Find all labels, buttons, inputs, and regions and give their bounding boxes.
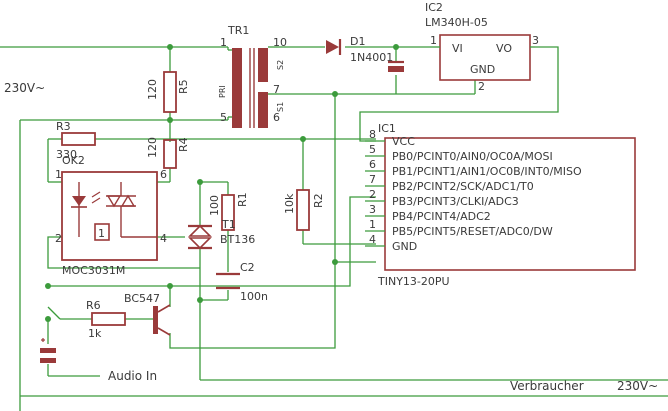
r3-name: R3: [56, 120, 71, 133]
ic1-pin-number: 6: [369, 158, 376, 171]
d1-name: D1: [350, 35, 365, 48]
r6-name: R6: [86, 299, 101, 312]
ic1-part: TINY13-20PU: [377, 275, 450, 288]
ic2-vo: VO: [496, 42, 512, 55]
ok2-name: OK2: [62, 154, 85, 167]
audio-in-label: Audio In: [108, 369, 157, 383]
r1-name: R1: [236, 192, 249, 207]
transformer-tr1: TR1 PRI S1 S2 1 5 10 7 6: [218, 24, 287, 128]
ic1-pin-number: 2: [369, 188, 376, 201]
ic2-vi: VI: [452, 42, 463, 55]
r2-value: 10k: [283, 193, 296, 214]
ok2-pin2: 2: [55, 232, 62, 245]
ic1-pin-label: PB2/PCINT2/SCK/ADC1/T0: [392, 180, 534, 193]
ic1-pin-number: 5: [369, 143, 376, 156]
tr1-name: TR1: [227, 24, 249, 37]
t1-part: BT136: [220, 233, 255, 246]
triac-t1: T1 BT136: [188, 218, 255, 250]
ok2-pin4: 4: [160, 232, 167, 245]
diode-d1: D1 1N4001: [326, 35, 393, 64]
d1-part: 1N4001: [350, 51, 393, 64]
bc547-name: BC547: [124, 292, 160, 305]
r4-value: 120: [146, 137, 159, 158]
ic2-pin2: 2: [478, 80, 485, 93]
ic1-pin-label: PB1/PCINT1/AIN1/OC0B/INT0/MISO: [392, 165, 582, 178]
audio-capacitor: [40, 338, 56, 363]
tr1-pin1: 1: [220, 36, 227, 49]
ic1-pin-number: 3: [369, 203, 376, 216]
ic1-pin-number: 1: [369, 218, 376, 231]
resistor-r1: 100 R1: [208, 192, 249, 231]
ic2-pin1: 1: [430, 34, 437, 47]
ok2-pin1: 1: [55, 168, 62, 181]
capacitor-c2: C2 100n: [216, 261, 268, 303]
resistor-r5: 120 R5: [146, 71, 190, 113]
ic1-pin-label: PB5/PCINT5/RESET/ADC0/DW: [392, 225, 553, 238]
tr1-pin6: 6: [273, 111, 280, 124]
tr1-s2-label: S2: [276, 60, 285, 70]
ic2-name: IC2: [425, 1, 443, 14]
r2-name: R2: [312, 193, 325, 208]
r5-value: 120: [146, 79, 159, 100]
ic2-part: LM340H-05: [425, 16, 488, 29]
ic1-pin-label: PB3/PCINT3/CLKI/ADC3: [392, 195, 519, 208]
ic1-pin-number: 8: [369, 128, 376, 141]
resistor-r6: R6 1k: [86, 299, 126, 340]
ic2-gnd: GND: [470, 63, 495, 76]
ok2-part: MOC3031M: [62, 264, 125, 277]
r4-name: R4: [177, 137, 190, 152]
ic1-pin-number: 4: [369, 233, 376, 246]
ok2-box-mark: 1: [98, 227, 105, 240]
ic1-pin-label: PB0/PCINT0/AIN0/OC0A/MOSI: [392, 150, 553, 163]
regulator-ic2: IC2 LM340H-05 VI VO GND 1 2 3: [425, 1, 539, 93]
tr1-pin10: 10: [273, 36, 287, 49]
ic1-name: IC1: [378, 122, 396, 135]
transistor-bc547: BC547: [124, 292, 171, 336]
c2-name: C2: [240, 261, 255, 274]
tr1-pin5: 5: [220, 111, 227, 124]
ic1-pin-label: VCC: [392, 135, 415, 148]
r6-value: 1k: [88, 327, 102, 340]
load-label: Verbraucher: [510, 379, 584, 393]
tr1-s1-label: S1: [276, 102, 285, 112]
mains-left-label: 230V~: [4, 81, 45, 95]
filter-capacitor: [388, 60, 404, 72]
r5-name: R5: [177, 79, 190, 94]
ic1-pin-label: GND: [392, 240, 417, 253]
resistor-r3: R3 330: [56, 120, 96, 161]
r3-value: 330: [56, 148, 77, 161]
ic2-pin3: 3: [532, 34, 539, 47]
ok2-pin6: 6: [160, 168, 167, 181]
mains-right-label: 230V~: [617, 379, 658, 393]
tr1-pin7: 7: [273, 83, 280, 96]
c2-value: 100n: [240, 290, 268, 303]
wires: [0, 44, 668, 411]
resistor-r4: 120 R4: [146, 137, 190, 169]
r1-value: 100: [208, 195, 221, 216]
resistor-r2: 10k R2: [283, 189, 325, 231]
t1-name: T1: [221, 218, 236, 231]
optocoupler-ok2: OK2 MOC3031M 1 1 2 4 6: [55, 154, 167, 277]
ic1-pin-number: 7: [369, 173, 376, 186]
ic1-pin-label: PB4/PCINT4/ADC2: [392, 210, 491, 223]
tr1-pri-label: PRI: [218, 85, 227, 98]
